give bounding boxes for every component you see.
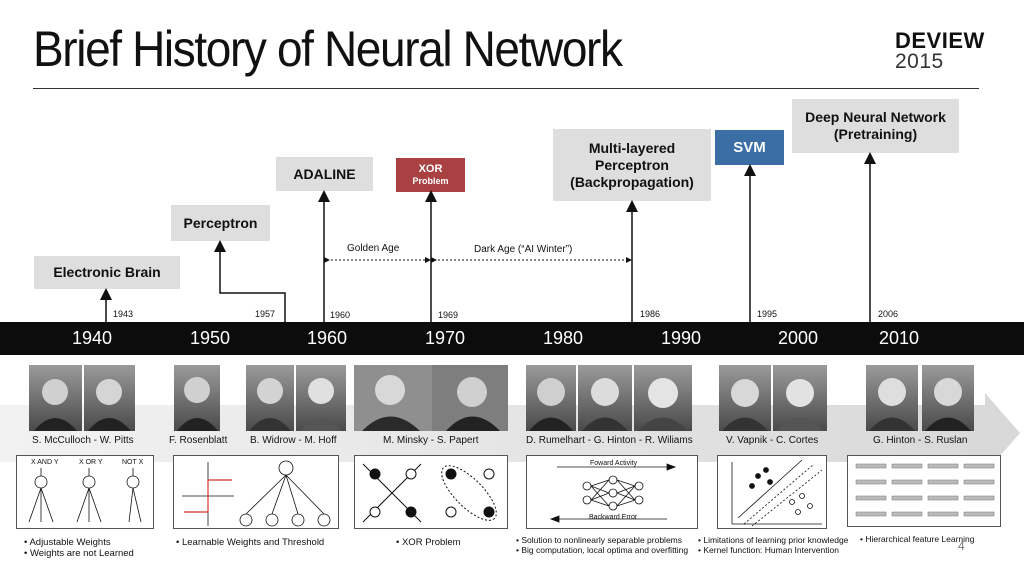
portrait-hoff	[296, 365, 346, 431]
decade-1960: 1960	[307, 328, 348, 348]
portrait-mcculloch	[29, 365, 82, 431]
bullet-list-5: • Limitations of learning prior knowledg…	[698, 535, 849, 555]
year-1969: 1969	[438, 310, 459, 320]
names-mcculloch-pitts: S. McCulloch - W. Pitts	[32, 435, 134, 446]
portrait-rosenblatt	[174, 365, 220, 431]
page-title: Brief History of Neural Network	[33, 21, 623, 77]
portrait-williams	[634, 365, 692, 431]
year-1943: 1943	[113, 309, 134, 319]
panel-deep-network-diagram	[847, 455, 1001, 527]
portrait-minsky	[354, 365, 432, 431]
bullet-list-3: • XOR Problem	[396, 537, 461, 548]
brand-logo-text: DEVIEW	[895, 28, 985, 53]
portrait-ruslan	[922, 365, 974, 431]
milestone-deep-neural-network: Deep Neural Network (Pretraining)	[792, 99, 959, 153]
year-1957: 1957	[255, 309, 276, 319]
bullet-hierarchical-learning: Hierarchical feature Learning	[865, 534, 975, 544]
bullet-list-6: • Hierarchical feature Learning	[860, 534, 975, 544]
mlp-line2: Perceptron	[595, 156, 669, 173]
xor-problem-diagram	[362, 463, 497, 523]
era-golden-age: Golden Age	[347, 243, 400, 254]
portrait-pitts	[84, 365, 135, 431]
bullet-nonlinear-solution: Solution to nonlinearly separable proble…	[521, 535, 682, 545]
bullet-list-4: • Solution to nonlinearly separable prob…	[516, 535, 689, 555]
names-rosenblatt: F. Rosenblatt	[169, 435, 228, 446]
bullet-learnable-weights: Learnable Weights and Threshold	[181, 537, 325, 548]
bullet-list-1: • Adjustable Weights • Weights are not L…	[24, 537, 134, 559]
brand-year: 2015	[895, 50, 944, 73]
milestone-multilayer-perceptron: Multi-layered Perceptron (Backpropagatio…	[553, 129, 711, 201]
milestone-electronic-brain: Electronic Brain	[34, 256, 180, 289]
decade-1990: 1990	[661, 328, 702, 348]
portrait-vapnik	[719, 365, 771, 431]
year-1960: 1960	[330, 310, 351, 320]
label-and: X AND Y	[31, 459, 59, 466]
decade-1970: 1970	[425, 328, 466, 348]
svm-margin-diagram	[731, 459, 823, 527]
era-dark-age: Dark Age (“AI Winter”)	[474, 244, 573, 255]
portrait-papert	[432, 365, 508, 431]
milestone-svm: SVM	[715, 130, 784, 165]
decade-1950: 1950	[190, 328, 231, 348]
panel-logic-gates: X AND Y X OR Y NOT X	[16, 455, 154, 529]
year-1995: 1995	[757, 309, 778, 319]
dnn-line1: Deep Neural Network	[805, 109, 946, 125]
year-2006: 2006	[878, 309, 899, 319]
bullet-limitations: Limitations of learning prior knowledge	[703, 535, 849, 545]
bullet-kernel-function: Kernel function: Human Intervention	[703, 545, 839, 555]
decade-2000: 2000	[778, 328, 819, 348]
portrait-cortes	[773, 365, 827, 431]
title-divider	[33, 88, 979, 89]
decade-1940: 1940	[72, 328, 113, 348]
mlp-line1: Multi-layered	[588, 139, 676, 156]
stacked-rbm-diagram	[855, 463, 995, 517]
milestone-adaline: ADALINE	[276, 157, 373, 191]
panel-backprop-diagram: Foward Activity Backward Error	[526, 455, 698, 529]
logic-gate-diagram	[28, 468, 142, 523]
panel-xor-diagram	[354, 455, 508, 529]
names-rumelhart-hinton-williams: D. Rumelhart - G. Hinton - R. Wiliams	[526, 435, 693, 446]
label-or: X OR Y	[79, 459, 103, 466]
decade-2010: 2010	[879, 328, 920, 348]
names-hinton-ruslan: G. Hinton - S. Ruslan	[873, 435, 968, 446]
milestone-perceptron: Perceptron	[171, 205, 270, 241]
decade-band	[0, 322, 1024, 355]
milestone-xor-problem: XOR Problem	[396, 158, 465, 192]
portrait-hinton	[578, 365, 632, 431]
xor-line2: Problem	[412, 176, 449, 186]
bullet-xor-problem: XOR Problem	[401, 537, 461, 548]
label-not: NOT X	[122, 459, 144, 466]
bullet-adjustable-weights: Adjustable Weights	[29, 537, 111, 548]
panel-svm-diagram	[717, 455, 827, 529]
panel-perceptron-diagram	[173, 455, 339, 529]
bullet-weights-not-learned: Weights are not Learned	[29, 548, 134, 559]
xor-line1: XOR	[418, 163, 443, 175]
bullet-list-2: • Learnable Weights and Threshold	[176, 537, 325, 548]
dnn-line2: (Pretraining)	[833, 126, 918, 142]
portrait-widrow	[246, 365, 294, 431]
mlp-line3: (Backpropagation)	[570, 173, 694, 190]
portrait-rumelhart	[526, 365, 576, 431]
decade-1980: 1980	[543, 328, 584, 348]
names-widrow-hoff: B. Widrow - M. Hoff	[250, 435, 337, 446]
names-minsky-papert: M. Minsky - S. Papert	[383, 435, 479, 446]
names-vapnik-cortes: V. Vapnik - C. Cortes	[726, 435, 819, 446]
label-backward-error: Backward Error	[589, 514, 638, 521]
page-number: 4	[958, 539, 965, 553]
backprop-network-diagram	[549, 463, 677, 523]
bullet-big-computation: Big computation, local optima and overfi…	[521, 545, 689, 555]
portrait-hinton-2	[866, 365, 918, 431]
label-forward-activity: Foward Activity	[590, 460, 638, 467]
perceptron-network-diagram	[182, 460, 331, 527]
year-1986: 1986	[640, 309, 661, 319]
